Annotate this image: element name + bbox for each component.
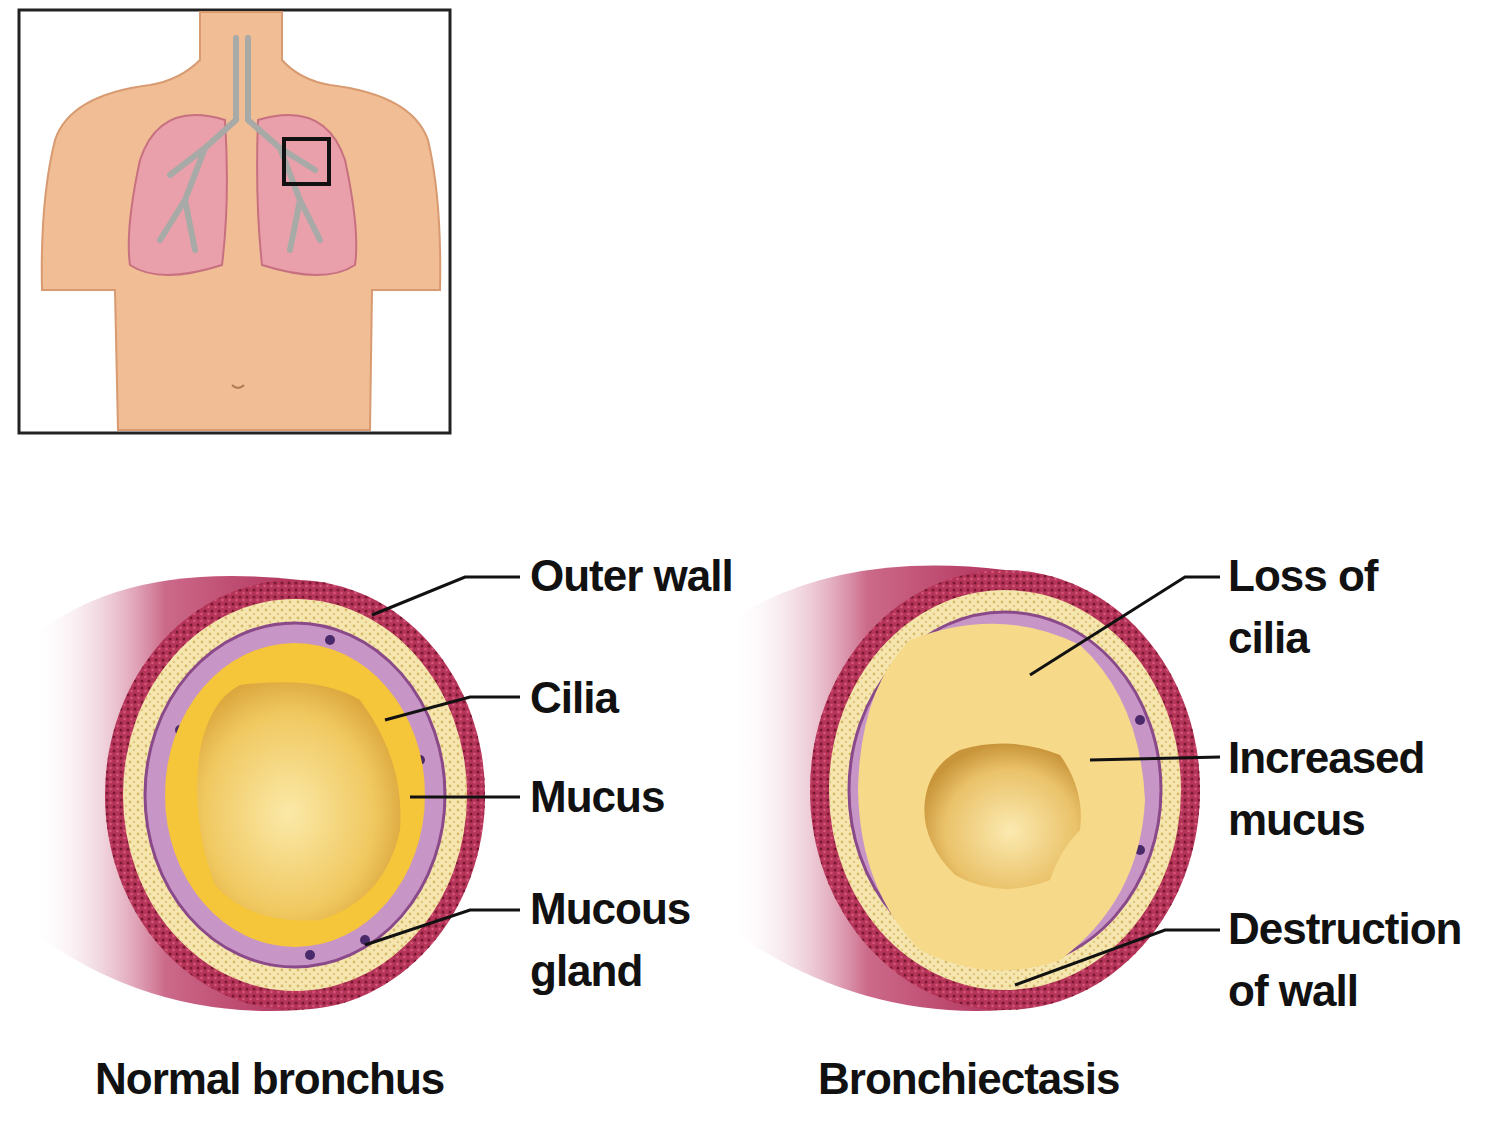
part-label: Cilia: [530, 667, 730, 729]
part-label: Loss of cilia: [1228, 545, 1413, 669]
part-label: Increased mucus: [1228, 727, 1483, 851]
figure-caption: Bronchiectasis: [818, 1048, 1238, 1110]
part-label: Destruction of wall: [1228, 898, 1490, 1022]
leader-lines: [365, 577, 1220, 985]
figure-caption: Normal bronchus: [95, 1048, 555, 1110]
part-label: Mucus: [530, 766, 730, 828]
normal-bronchus-drawing: [30, 576, 485, 1011]
torso: [42, 12, 440, 430]
part-label: Outer wall: [530, 545, 850, 607]
part-label: Mucous gland: [530, 878, 730, 1002]
